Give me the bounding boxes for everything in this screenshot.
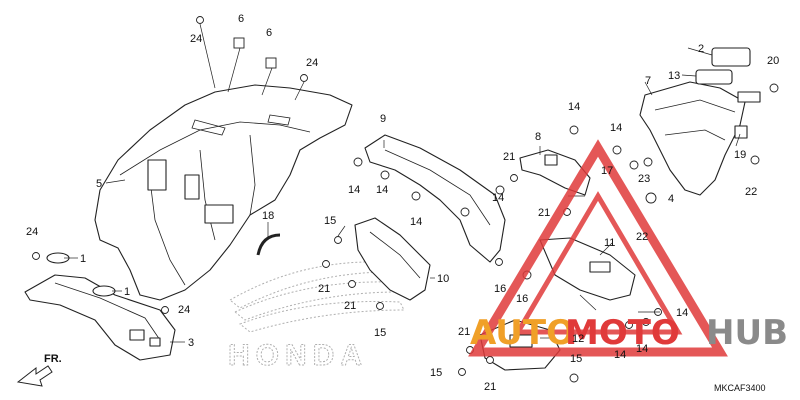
callout-9: 9 bbox=[380, 113, 386, 125]
fasteners bbox=[32, 16, 779, 383]
callout-15: 15 bbox=[324, 215, 336, 227]
callout-24: 24 bbox=[306, 57, 318, 69]
callout-10: 10 bbox=[437, 273, 449, 285]
callout-14: 14 bbox=[410, 216, 422, 228]
clamp-band-part-18 bbox=[256, 233, 281, 256]
callout-24: 24 bbox=[178, 304, 190, 316]
callout-15: 15 bbox=[374, 327, 386, 339]
lens-part-2 bbox=[711, 47, 751, 67]
front-direction-arrow: FR. bbox=[16, 353, 62, 387]
callout-14: 14 bbox=[492, 192, 504, 204]
callout-1: 1 bbox=[80, 253, 86, 265]
callout-5: 5 bbox=[96, 178, 102, 190]
callout-15: 15 bbox=[430, 367, 442, 379]
watermark-text-hub: HUB bbox=[706, 313, 788, 353]
cover-part-10 bbox=[354, 217, 431, 301]
callout-11: 11 bbox=[604, 237, 615, 249]
callout-2: 2 bbox=[698, 43, 704, 55]
callout-21: 21 bbox=[503, 151, 515, 163]
callout-19: 19 bbox=[734, 149, 746, 161]
callout-21: 21 bbox=[484, 381, 496, 393]
callout-14: 14 bbox=[568, 101, 580, 113]
callout-14: 14 bbox=[348, 184, 360, 196]
watermark-text: AUTO MOTO HUB bbox=[470, 313, 788, 353]
callout-21: 21 bbox=[344, 300, 356, 312]
grommet-part-19 bbox=[734, 125, 748, 139]
watermark-logo bbox=[468, 139, 728, 357]
callout-23: 23 bbox=[638, 173, 650, 185]
callout-14: 14 bbox=[636, 343, 648, 355]
callout-14: 14 bbox=[676, 307, 688, 319]
connector-part-20 bbox=[737, 91, 761, 103]
washer-part-1b bbox=[92, 285, 116, 297]
callout-21: 21 bbox=[318, 283, 330, 295]
callout-18: 18 bbox=[262, 210, 274, 222]
honda-brand-text: HONDA bbox=[228, 339, 368, 372]
cover-part-9 bbox=[364, 134, 506, 263]
watermark-text-moto: MOTO bbox=[565, 313, 680, 353]
diagram-code: MKCAF3400 bbox=[714, 383, 766, 393]
callout-13: 13 bbox=[668, 70, 680, 82]
callout-6: 6 bbox=[238, 13, 244, 25]
bracket-part-3 bbox=[24, 274, 176, 361]
callout-12: 12 bbox=[572, 333, 584, 345]
callout-16: 16 bbox=[494, 283, 506, 295]
callout-14: 14 bbox=[614, 349, 626, 361]
callout-3: 3 bbox=[188, 337, 194, 349]
callout-21: 21 bbox=[538, 207, 550, 219]
rear-fender-part-5 bbox=[94, 84, 353, 301]
callout-22: 22 bbox=[745, 186, 757, 198]
callout-21: 21 bbox=[458, 326, 470, 338]
callout-14: 14 bbox=[610, 122, 622, 134]
license-bracket-part-7 bbox=[639, 81, 746, 196]
callout-24: 24 bbox=[190, 33, 202, 45]
callout-labels: 24 6 6 24 5 18 24 1 1 24 3 9 14 14 14 15… bbox=[26, 13, 779, 393]
callout-16: 16 bbox=[516, 293, 528, 305]
callout-4: 4 bbox=[668, 193, 674, 205]
callout-22: 22 bbox=[636, 231, 648, 243]
callout-20: 20 bbox=[767, 55, 779, 67]
direction-label: FR. bbox=[44, 353, 62, 365]
callout-8: 8 bbox=[535, 131, 541, 143]
callout-14: 14 bbox=[376, 184, 388, 196]
callout-15: 15 bbox=[570, 353, 582, 365]
seal-part-13 bbox=[695, 69, 733, 85]
callout-1: 1 bbox=[124, 286, 130, 298]
callout-24: 24 bbox=[26, 226, 38, 238]
callout-7: 7 bbox=[645, 75, 651, 87]
callout-17: 17 bbox=[601, 165, 613, 177]
callout-6: 6 bbox=[266, 27, 272, 39]
watermark-text-auto: AUTO bbox=[470, 313, 575, 353]
leader-lines bbox=[64, 23, 741, 343]
